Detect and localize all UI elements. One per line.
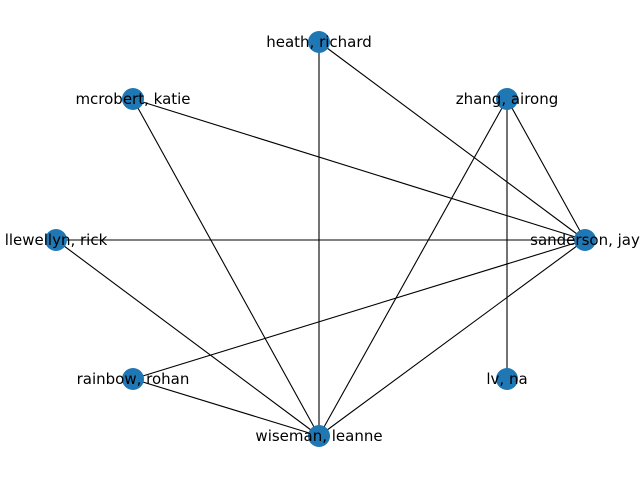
node-wiseman[interactable] [308,425,330,447]
edge-heath-sanderson [318,41,586,241]
node-sanderson[interactable] [574,229,596,251]
node-label-zhang: zhang, airong [456,90,559,108]
node-label-llewellyn: llewellyn, rick [5,231,108,249]
edge-layer [55,41,586,437]
node-label-heath: heath, richard [266,33,372,51]
node-rainbow[interactable] [122,368,144,390]
edge-rainbow-sanderson [132,239,586,380]
node-label-wiseman: wiseman, leanne [255,427,382,445]
node-label-mcrobert: mcrobert, katie [75,90,190,108]
node-llewellyn[interactable] [45,229,67,251]
node-mcrobert[interactable] [122,88,144,110]
edge-sanderson-wiseman [318,239,586,437]
node-layer [45,31,596,447]
edge-llewellyn-wiseman [55,239,320,437]
node-zhang[interactable] [496,88,518,110]
node-lv[interactable] [496,368,518,390]
node-label-sanderson: sanderson, jay [530,231,640,249]
edge-mcrobert-sanderson [132,98,586,241]
edge-zhang-wiseman [318,98,508,437]
label-layer: heath, richard zhang, airong sanderson, ja… [5,33,640,445]
node-heath[interactable] [308,31,330,53]
edge-mcrobert-wiseman [132,98,320,437]
node-label-rainbow: rainbow, rohan [77,370,190,388]
edge-zhang-sanderson [506,98,586,241]
edge-rainbow-wiseman [132,378,320,437]
node-label-lv: lv, na [486,370,527,388]
